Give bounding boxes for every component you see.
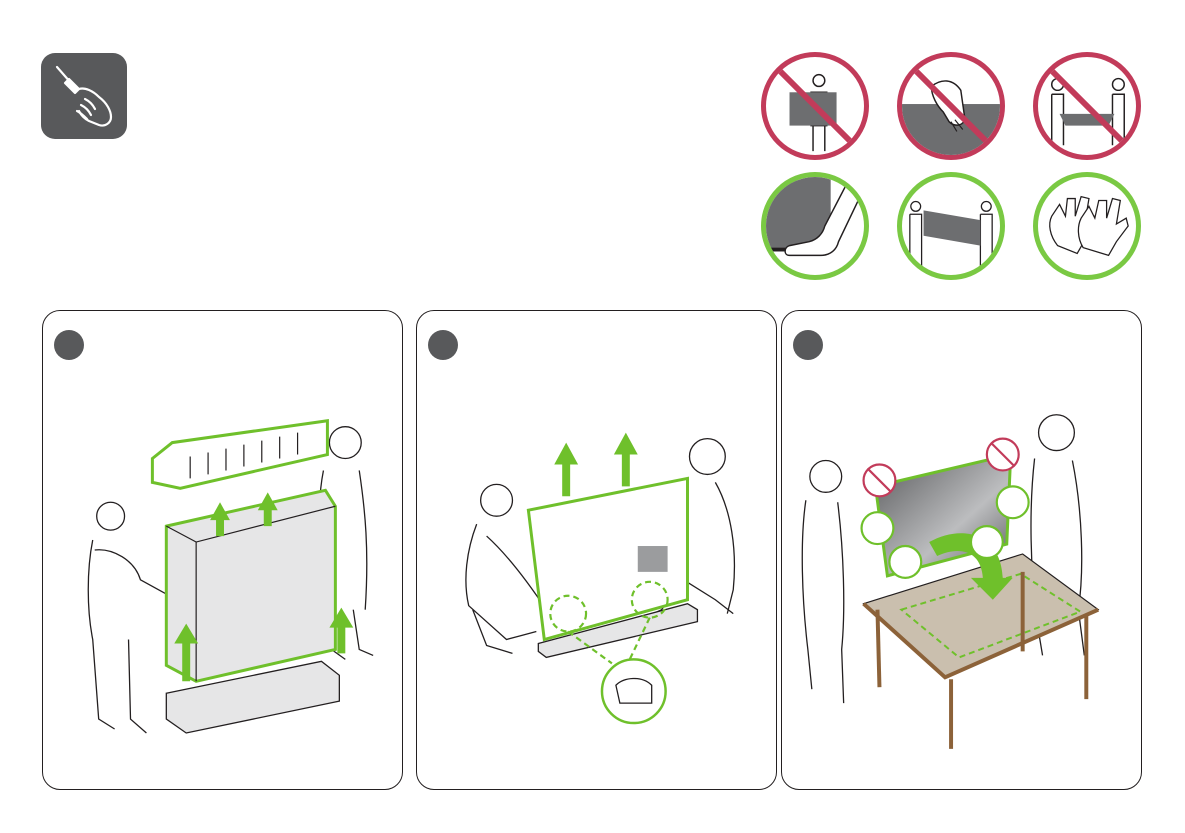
place-on-table-icon bbox=[782, 311, 1141, 789]
hand-holding-edge-icon bbox=[761, 172, 869, 280]
finger-pressing-screen-icon bbox=[897, 52, 1005, 160]
remove-box-icon bbox=[43, 311, 402, 789]
carrying-panel-flat-icon bbox=[1033, 52, 1141, 160]
screwdriver-hand-icon bbox=[41, 53, 127, 139]
step-panel-2 bbox=[416, 310, 777, 790]
caution-icon-grid bbox=[761, 52, 1161, 292]
lift-tv-icon bbox=[417, 311, 776, 789]
step-panel-3 bbox=[781, 310, 1142, 790]
gloves-icon bbox=[1033, 172, 1141, 280]
person-carrying-alone-icon bbox=[761, 52, 869, 160]
two-people-carrying-icon bbox=[897, 172, 1005, 280]
step-panel-1 bbox=[42, 310, 403, 790]
